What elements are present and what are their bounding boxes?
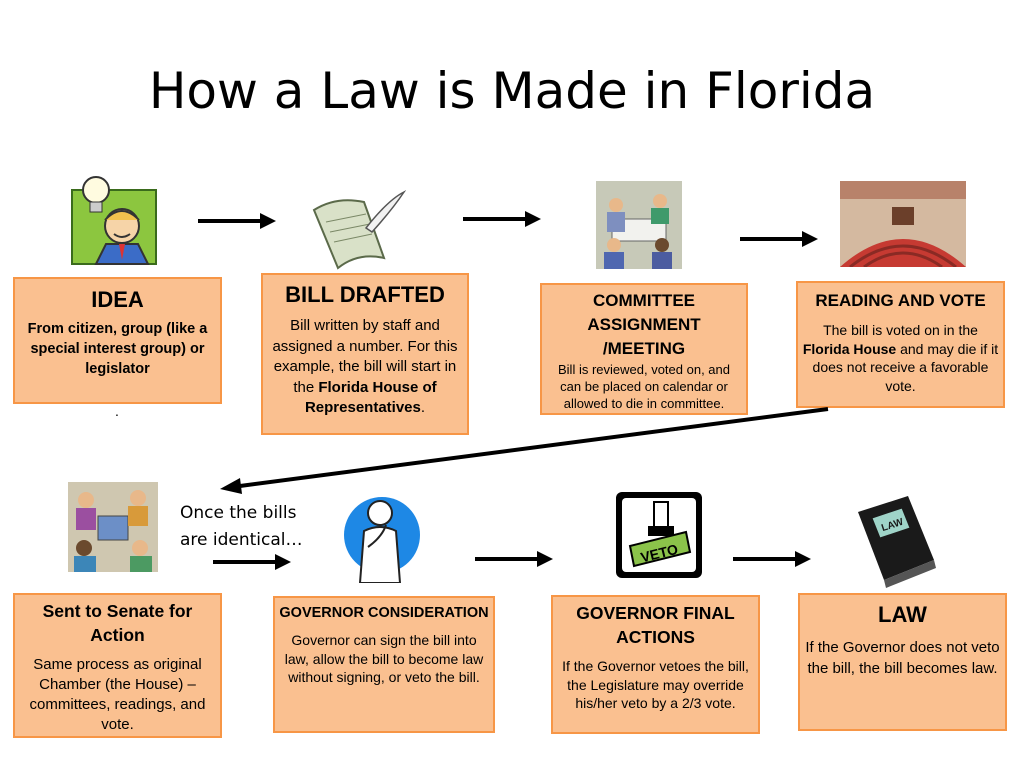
- step-bill-drafted-body: Bill written by staff and assigned a num…: [272, 317, 458, 416]
- step-committee: COMMITTEE ASSIGNMENT /MEETING Bill is re…: [540, 283, 748, 415]
- step-law: LAW If the Governor does not veto the bi…: [798, 593, 1007, 731]
- step-reading-vote-title: READING AND VOTE: [815, 291, 986, 310]
- arrow-bill-to-committee: [463, 211, 541, 227]
- step-governor-final-body: If the Governor vetoes the bill, the Leg…: [562, 658, 749, 711]
- step-law-body: If the Governor does not veto the bill, …: [805, 639, 1000, 677]
- step-governor-final-title: GOVERNOR FINAL ACTIONS: [576, 603, 735, 647]
- step-senate-body: Same process as original Chamber (the Ho…: [29, 656, 206, 733]
- step-reading-vote-body: The bill is voted on in the Florida Hous…: [802, 322, 999, 394]
- step-governor-final: GOVERNOR FINAL ACTIONS If the Governor v…: [551, 595, 760, 734]
- identical-bills-note: Once the bills are identical…: [180, 503, 303, 550]
- page-title: How a Law is Made in Florida: [148, 62, 876, 120]
- step-committee-body: Bill is reviewed, voted on, and can be p…: [558, 362, 730, 411]
- scroll-quill-icon: [312, 190, 406, 270]
- step-bill-drafted: BILL DRAFTED Bill written by staff and a…: [261, 273, 469, 435]
- step-idea: IDEA From citizen, group (like a special…: [13, 277, 222, 404]
- step-committee-title: COMMITTEE ASSIGNMENT /MEETING: [587, 291, 701, 358]
- step-governor-title: GOVERNOR CONSIDERATION: [279, 605, 489, 621]
- arrow-idea-to-bill: [198, 213, 276, 229]
- step-idea-body: From citizen, group (like a special inte…: [27, 321, 208, 377]
- step-governor-body: Governor can sign the bill into law, all…: [284, 632, 484, 685]
- veto-stamp-icon: VETO: [616, 492, 702, 578]
- step-governor: GOVERNOR CONSIDERATION Governor can sign…: [273, 596, 495, 733]
- step-senate-title: Sent to Senate for Action: [42, 601, 193, 645]
- chamber-icon: [840, 181, 966, 267]
- step-idea-title: IDEA: [91, 287, 144, 312]
- governor-thinking-icon: [344, 497, 420, 583]
- step-law-title: LAW: [878, 602, 927, 627]
- step-bill-drafted-title: BILL DRAFTED: [285, 282, 445, 307]
- arrow-committee-to-vote: [740, 231, 818, 247]
- law-book-icon: LAW: [858, 496, 936, 588]
- step-senate: Sent to Senate for Action Same process a…: [13, 593, 222, 738]
- arrow-governor-to-final: [475, 551, 553, 567]
- committee-meeting-icon: [596, 181, 682, 269]
- idea-dot: .: [115, 403, 119, 419]
- arrow-final-to-law: [733, 551, 811, 567]
- lightbulb-idea-icon: [71, 176, 157, 265]
- arrow-senate-to-governor: [213, 554, 291, 570]
- step-reading-vote: READING AND VOTE The bill is voted on in…: [796, 281, 1005, 408]
- senate-meeting-icon: [68, 482, 158, 572]
